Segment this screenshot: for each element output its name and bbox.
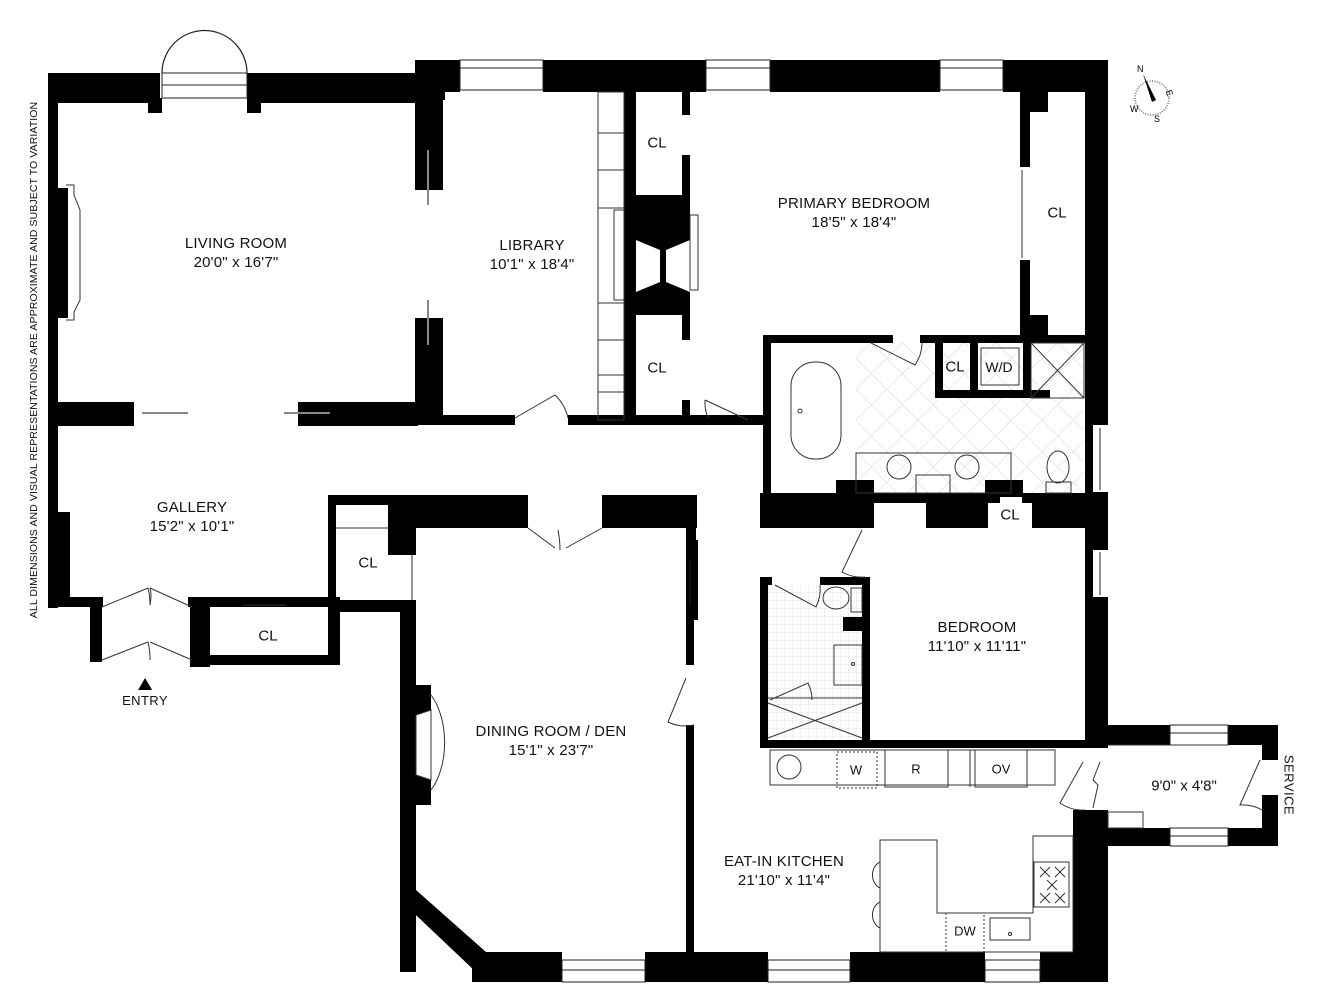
service-hall-dimensions: 9'0" x 4'8": [1151, 777, 1217, 795]
washer-dryer-label: W/D: [985, 359, 1013, 375]
compass-e: E: [1164, 88, 1175, 97]
entry-arrow-icon: [137, 678, 152, 690]
closet-library-upper: CL: [647, 134, 667, 152]
room-name: LIVING ROOM: [184, 235, 288, 252]
closet-hall: CL: [1000, 506, 1020, 524]
closet-library-lower: CL: [647, 359, 667, 377]
room-name: DINING ROOM / DEN: [475, 723, 627, 740]
room-dimensions: 11'10" x 11'11": [927, 638, 1027, 655]
room-dining-room: DINING ROOM / DEN 15'1" x 23'7": [476, 722, 627, 760]
room-dimensions: 15'1" x 23'7": [508, 742, 594, 759]
room-living-room: LIVING ROOM 20'0" x 16'7": [185, 234, 287, 272]
compass-n: N: [1137, 64, 1144, 74]
room-primary-bedroom: PRIMARY BEDROOM 18'5" x 18'4": [778, 194, 930, 232]
room-library: LIBRARY 10'1" x 18'4": [490, 236, 575, 274]
service-label: SERVICE: [1281, 754, 1297, 816]
room-dimensions: 21'10" x 11'4": [737, 872, 831, 889]
room-name: BEDROOM: [937, 619, 1017, 636]
room-dimensions: 15'2" x 10'1": [149, 518, 235, 535]
washer-label: W: [849, 762, 863, 778]
room-dimensions: 18'5" x 18'4": [811, 214, 897, 231]
entry-marker: ENTRY: [122, 678, 168, 708]
bay-window: [161, 29, 248, 74]
oven-label: OV: [991, 761, 1011, 777]
closet-primary: CL: [1047, 204, 1067, 222]
second-bath-tile: [767, 585, 865, 740]
room-name: GALLERY: [156, 499, 228, 516]
room-gallery: GALLERY 15'2" x 10'1": [150, 498, 235, 536]
compass-s: S: [1154, 114, 1160, 124]
refrigerator-label: R: [911, 761, 921, 777]
room-dimensions: 20'0" x 16'7": [193, 254, 279, 271]
fixtures: [66, 91, 1263, 953]
room-name: PRIMARY BEDROOM: [777, 195, 931, 212]
room-name: EAT-IN KITCHEN: [723, 853, 845, 870]
compass-w: W: [1130, 104, 1139, 114]
room-eat-in-kitchen: EAT-IN KITCHEN 21'10" x 11'4": [724, 852, 844, 890]
room-bedroom: BEDROOM 11'10" x 11'11": [928, 618, 1027, 656]
entry-label: ENTRY: [122, 693, 168, 708]
walls: [48, 60, 1278, 982]
windows: [161, 59, 1229, 983]
room-dimensions: 10'1" x 18'4": [489, 256, 575, 273]
closet-bath: CL: [945, 358, 965, 376]
closet-gallery-side: CL: [358, 554, 378, 572]
disclaimer-text: ALL DIMENSIONS AND VISUAL REPRESENTATION…: [28, 101, 40, 619]
closet-gallery-front: CL: [258, 627, 278, 645]
dishwasher-label: DW: [954, 923, 976, 939]
compass-rose-icon: N E S W: [1130, 64, 1175, 124]
room-name: LIBRARY: [499, 237, 565, 254]
